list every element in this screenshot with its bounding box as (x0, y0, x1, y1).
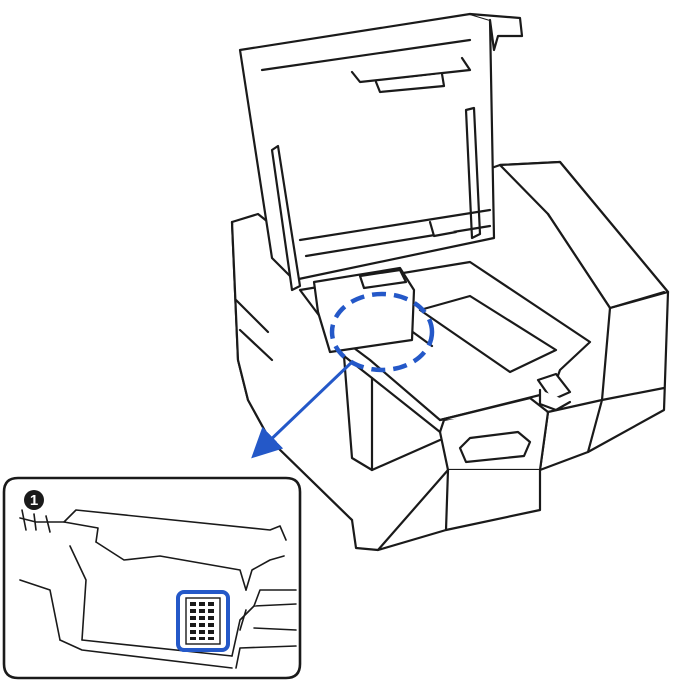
inset-panel (2, 476, 302, 680)
pointer-arrow-icon (251, 360, 354, 459)
printer-lid (238, 12, 524, 354)
dashed-circle-highlight-icon (329, 291, 435, 373)
label-highlight (176, 590, 230, 652)
numbered-callout-icon: 1 (24, 490, 44, 510)
callout-number: 1 (30, 492, 38, 509)
